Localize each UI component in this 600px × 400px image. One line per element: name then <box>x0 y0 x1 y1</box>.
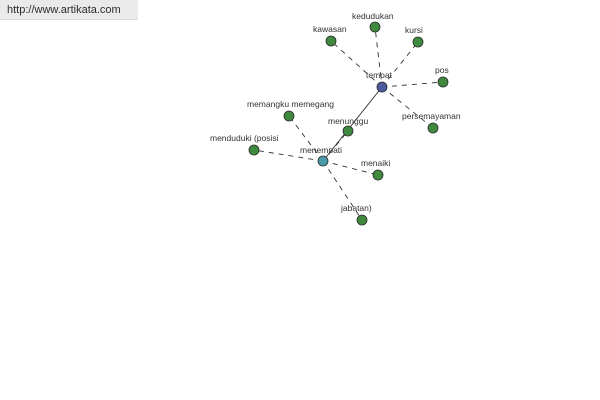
node-kedudukan[interactable] <box>369 21 381 33</box>
url-text[interactable]: http://www.artikata.com <box>7 4 121 16</box>
edges-layer <box>253 26 444 221</box>
node-label-kawasan[interactable]: kawasan <box>313 24 347 34</box>
node-label-menduduki[interactable]: menduduki (posisi <box>210 133 279 143</box>
labels-layer: tempat menempati kedudukan kawasan kursi pos p… <box>210 11 461 213</box>
edge-tempat-persemayaman <box>381 86 434 129</box>
node-label-menaiki[interactable]: menaiki <box>361 158 390 168</box>
node-memangku[interactable] <box>283 110 295 122</box>
node-label-memangku[interactable]: memangku memegang <box>247 99 334 109</box>
edge-menempati-menunggu <box>322 130 349 162</box>
node-pos[interactable] <box>437 76 449 88</box>
node-label-pos[interactable]: pos <box>435 65 449 75</box>
node-label-kedudukan[interactable]: kedudukan <box>352 11 394 21</box>
node-tempat[interactable] <box>376 81 388 93</box>
edge-tempat-kawasan <box>330 40 383 88</box>
node-menduduki[interactable] <box>248 144 260 156</box>
node-label-kursi[interactable]: kursi <box>405 25 423 35</box>
node-persemayaman[interactable] <box>427 122 439 134</box>
node-kawasan[interactable] <box>325 35 337 47</box>
edge-menempati-menduduki <box>253 149 324 162</box>
url-banner: http://www.artikata.com <box>0 0 138 20</box>
node-menunggu[interactable] <box>342 125 354 137</box>
edge-tempat-pos <box>381 81 444 88</box>
edge-tempat-kedudukan <box>374 26 383 88</box>
node-kursi[interactable] <box>412 36 424 48</box>
edge-tempat-menempati <box>322 86 383 162</box>
node-jabatan[interactable] <box>356 214 368 226</box>
node-menaiki[interactable] <box>372 169 384 181</box>
node-menempati[interactable] <box>317 155 329 167</box>
node-label-tempat[interactable]: tempat <box>366 70 393 80</box>
node-label-menempati[interactable]: menempati <box>300 145 342 155</box>
node-label-menunggu[interactable]: menunggu <box>328 116 368 126</box>
edge-tempat-kursi <box>381 41 419 88</box>
edge-menempati-jabatan <box>322 160 363 221</box>
node-label-persemayaman[interactable]: persemayaman <box>402 111 461 121</box>
node-label-jabatan[interactable]: jabatan) <box>340 203 372 213</box>
nodes-layer <box>248 21 449 226</box>
